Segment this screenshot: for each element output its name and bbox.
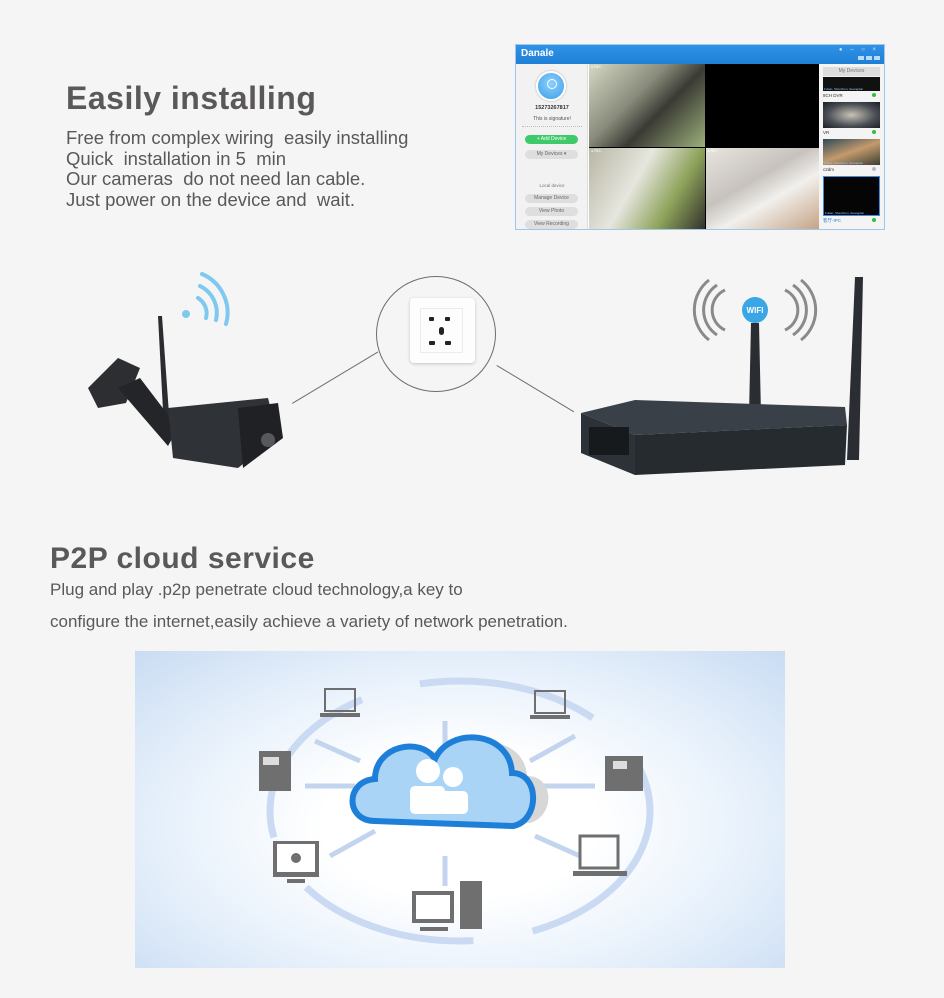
install-line: Just power on the device and wait.: [66, 188, 355, 210]
device-item[interactable]: Futian, Shenzhen, Guangdon c2dm: [823, 139, 880, 174]
device-name: 8CH DVR: [823, 93, 843, 98]
layout-icon[interactable]: [866, 56, 872, 60]
app-sidebar: 15273267817 This is signature! + Add Dev…: [516, 64, 588, 229]
power-outlet-circle: [376, 276, 496, 392]
layout-icon[interactable]: [858, 56, 864, 60]
app-titlebar: Danale ● – ○ ×: [516, 45, 884, 64]
power-outlet-icon: [410, 298, 475, 363]
manage-device-button[interactable]: Manage Device: [525, 194, 578, 203]
device-list-panel: My Devices Futian, Shenzhen, Guangdon 8C…: [819, 64, 884, 229]
laptop-icon: [320, 688, 360, 717]
wifi-signal-icon: [196, 272, 230, 326]
device-name: c2dm: [823, 167, 835, 172]
camera-feed-grid: ● REC ● REC ● REC: [589, 64, 821, 229]
cloud-users-icon: [349, 734, 549, 830]
app-title: Danale: [521, 48, 554, 59]
install-line: Our cameras do not need lan cable.: [66, 168, 366, 189]
camera-feed[interactable]: ● REC: [705, 148, 821, 229]
add-device-button[interactable]: + Add Device: [525, 135, 578, 144]
dvr-box-icon: [259, 751, 291, 791]
camera-feed[interactable]: ● REC: [589, 148, 705, 229]
install-line: Free from complex wiring easily installi…: [66, 127, 409, 148]
user-signature: This is signature!: [533, 116, 571, 122]
p2p-section-title: P2P cloud service: [50, 542, 315, 575]
local-device-label: Local device: [539, 183, 565, 188]
camera-feed[interactable]: ● REC: [589, 64, 705, 147]
laptop-icon: [573, 834, 627, 876]
wireless-camera-icon: [88, 272, 283, 468]
user-id: 15273267817: [535, 105, 569, 111]
laptop-icon: [530, 690, 570, 719]
device-item[interactable]: Futian, Shenzhen, Guangdon 客厅-IPC: [823, 176, 880, 225]
device-name: VR: [823, 130, 830, 135]
online-status-icon: [872, 218, 876, 222]
danale-app-window: Danale ● – ○ × 15273267817 This is signa…: [515, 44, 885, 230]
camera-feed[interactable]: [705, 64, 821, 147]
connection-arrows: [305, 721, 595, 886]
online-status-icon: [872, 93, 876, 97]
p2p-cloud-diagram: [135, 651, 785, 968]
install-section-title: Easily installing: [66, 80, 317, 116]
window-controls[interactable]: ● – ○ ×: [838, 47, 879, 53]
connector-line: [292, 351, 379, 404]
device-item[interactable]: Futian, Shenzhen, Guangdon 8CH DVR: [823, 77, 880, 100]
p2p-line: configure the internet,easily achieve a …: [50, 612, 568, 631]
apple-monitor-icon: [273, 841, 319, 883]
divider: [522, 126, 582, 127]
wifi-router-icon: WIFI: [581, 277, 863, 475]
svg-text:WIFI: WIFI: [747, 306, 764, 315]
nvr-box-icon: [605, 756, 643, 791]
wifi-badge-icon: [742, 297, 768, 323]
device-name: 客厅-IPC: [823, 218, 841, 223]
device-item[interactable]: VR: [823, 102, 880, 137]
install-line: Quick installation in 5 min: [66, 147, 287, 169]
layout-icon[interactable]: [874, 56, 880, 60]
online-status-icon: [872, 130, 876, 134]
windows-pc-icon: [412, 881, 482, 931]
install-description: Free from complex wiring easily installi…: [66, 127, 409, 210]
connector-line: [496, 365, 575, 413]
view-recording-button[interactable]: View Recording: [525, 220, 578, 229]
device-list-header: My Devices: [823, 67, 880, 76]
offline-status-icon: [872, 167, 876, 171]
my-devices-dropdown[interactable]: My Devices ▾: [525, 150, 578, 159]
layout-switcher[interactable]: [858, 56, 880, 60]
user-avatar-icon[interactable]: [536, 71, 566, 101]
view-photo-button[interactable]: View Photo: [525, 207, 578, 216]
p2p-line: Plug and play .p2p penetrate cloud techn…: [50, 580, 463, 599]
